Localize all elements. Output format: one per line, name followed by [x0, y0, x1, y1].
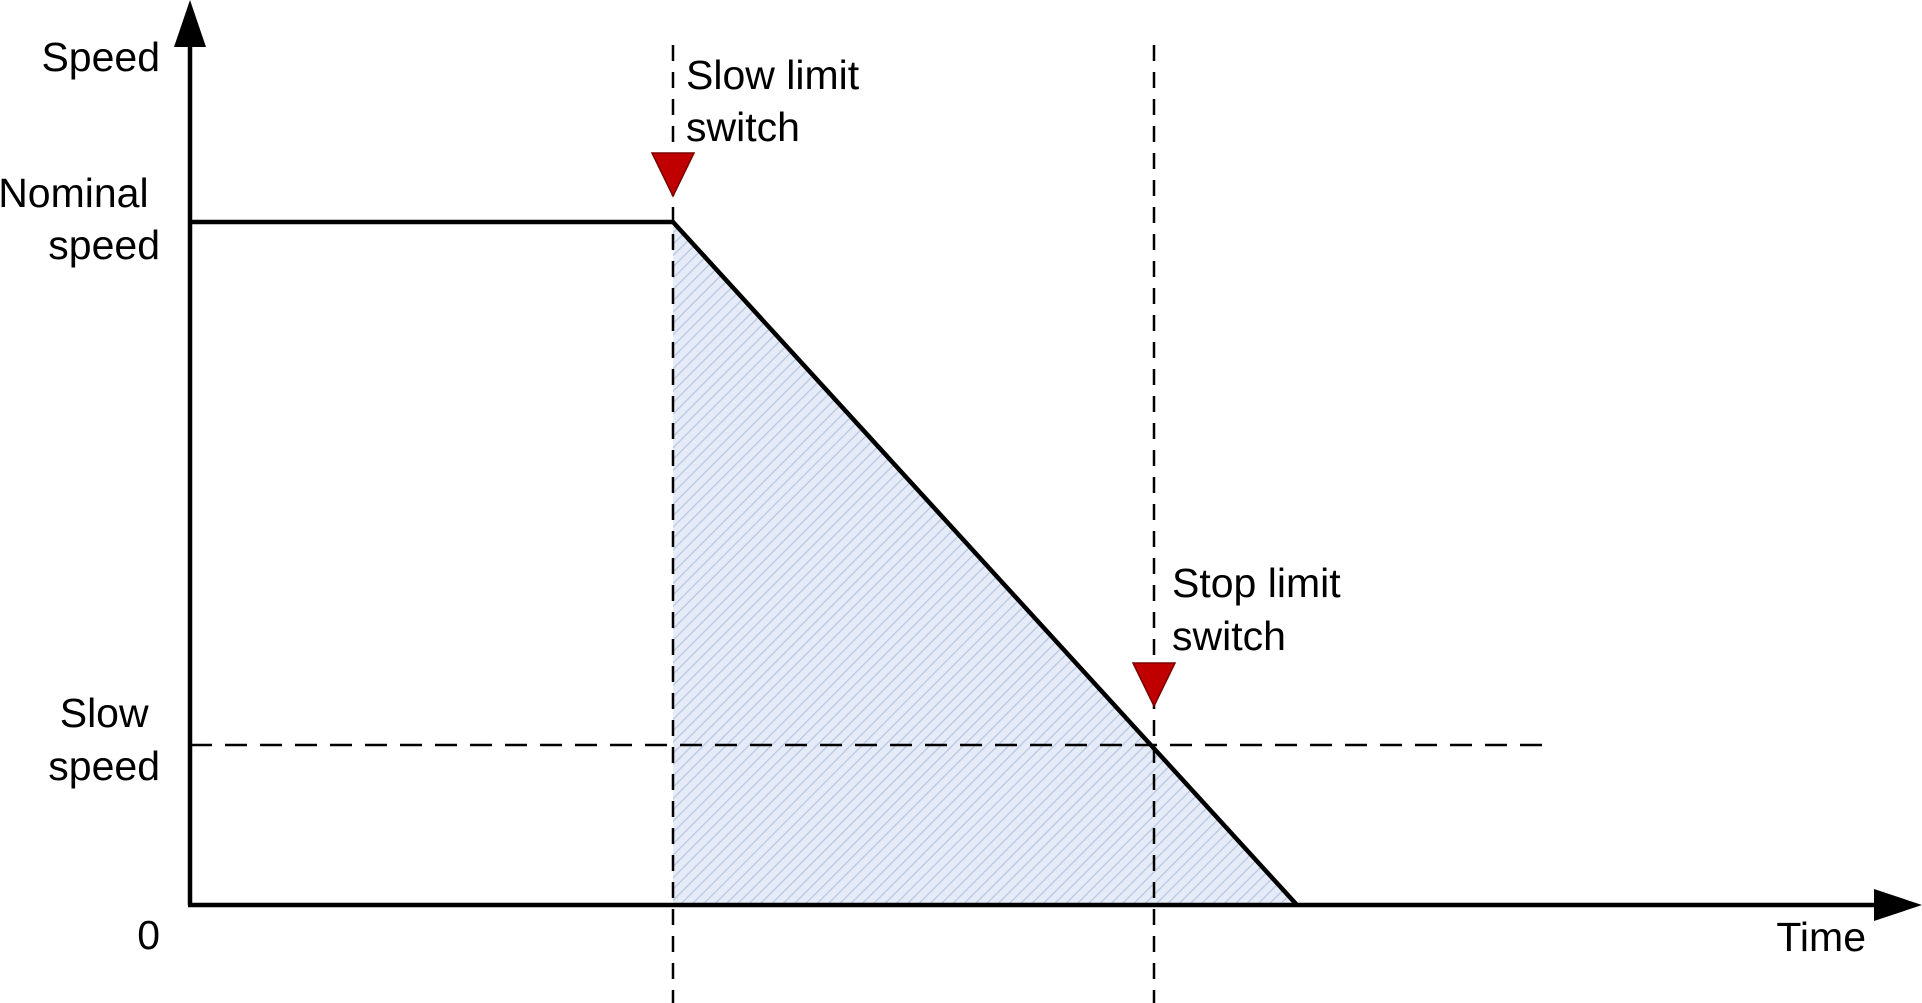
- stop-limit-switch-label: Stop limit switch: [1172, 560, 1352, 659]
- speed-profile-line: [190, 219, 1299, 907]
- x-axis-title: Time: [1776, 914, 1866, 960]
- origin-label: 0: [137, 912, 160, 958]
- slow-speed-label: Slow speed: [48, 690, 160, 789]
- slow-limit-switch-label: Slow limit switch: [686, 52, 871, 150]
- stop-limit-switch-marker-icon: [1131, 662, 1177, 708]
- y-axis-arrow-icon: [174, 0, 206, 47]
- nominal-speed-label: Nominal speed: [0, 170, 160, 268]
- x-axis-arrow-icon: [1874, 889, 1922, 921]
- y-axis-title: Speed: [41, 34, 160, 80]
- slow-limit-switch-marker-icon: [650, 152, 696, 198]
